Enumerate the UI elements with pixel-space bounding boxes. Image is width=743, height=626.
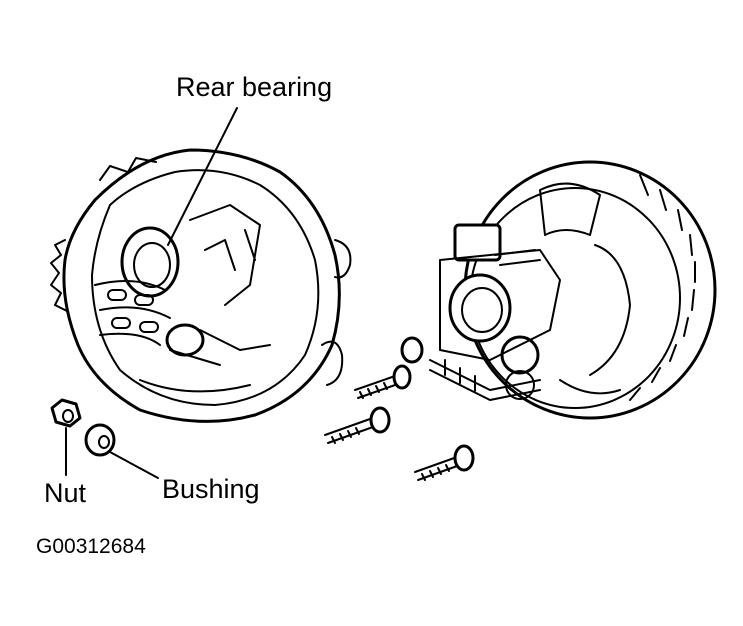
figure-id: G00312684 (36, 535, 146, 558)
nut (50, 398, 82, 428)
bushing (84, 423, 116, 457)
rear-bearing-leader (167, 107, 238, 246)
bolt (354, 364, 412, 399)
bushing-label: Bushing (162, 474, 260, 504)
rear-bearing-label: Rear bearing (176, 72, 333, 102)
bolt (324, 406, 391, 444)
stator-rectifier-assembly (400, 160, 717, 420)
bushing-leader (109, 451, 159, 479)
nut-label: Nut (44, 478, 87, 508)
rear-housing (50, 148, 352, 423)
bolt (414, 444, 475, 481)
